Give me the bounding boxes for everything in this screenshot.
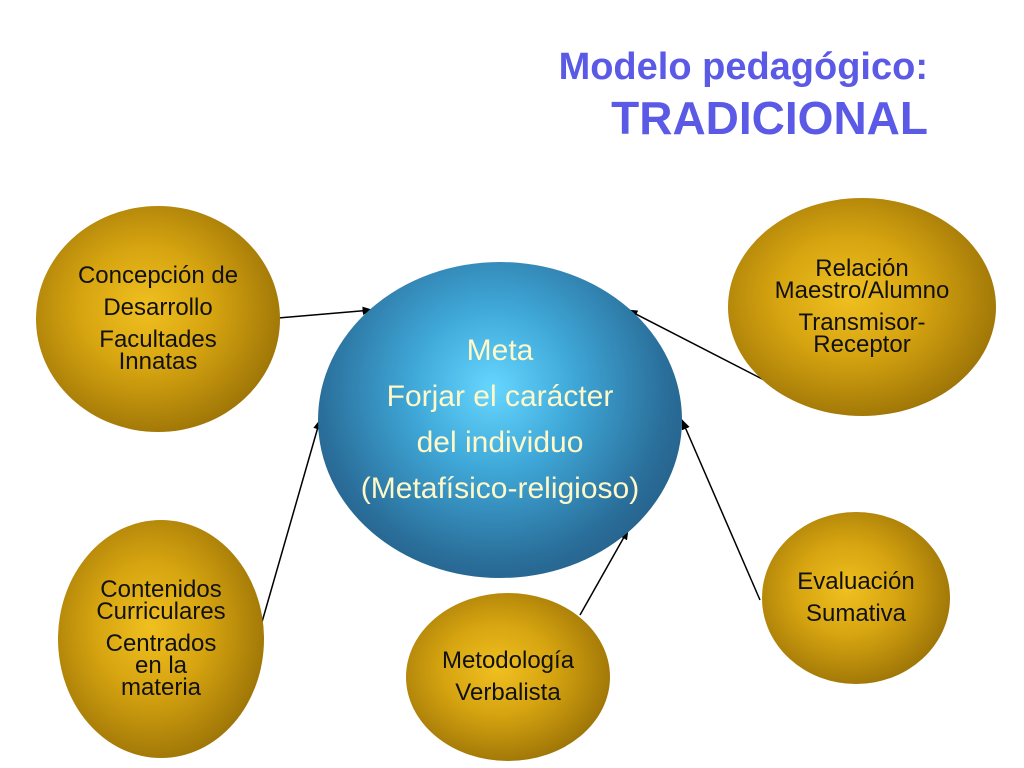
center-line-2: Forjar el carácter bbox=[386, 380, 614, 413]
metodologia-group-2: Verbalista bbox=[455, 679, 561, 706]
center-line-1: Meta bbox=[466, 334, 534, 367]
node-concepcion: Concepción de Desarrollo Facultades Inna… bbox=[36, 206, 280, 432]
contenidos-line-2: Curriculares bbox=[96, 598, 226, 625]
contenidos-line-5: materia bbox=[120, 674, 201, 701]
node-metodologia: Metodología Verbalista bbox=[406, 593, 610, 761]
title-line-1: Modelo pedagógico: bbox=[558, 46, 928, 88]
relacion-group-1: Relación Maestro/Alumno bbox=[774, 255, 950, 304]
arrow-relacion-to-center bbox=[627, 309, 769, 383]
relacion-line-4: Receptor bbox=[813, 331, 911, 358]
evaluacion-group-2: Sumativa bbox=[805, 600, 907, 627]
concepcion-line-3: Facultades bbox=[99, 326, 217, 353]
concepcion-line-1: Concepción de bbox=[77, 262, 239, 289]
center-line-3: del individuo bbox=[416, 426, 584, 459]
arrow-metodologia-to-center bbox=[579, 529, 629, 616]
metodologia-line-1: Metodología bbox=[441, 647, 575, 674]
contenidos-group-1: Contenidos Curriculares bbox=[96, 576, 226, 625]
node-contenidos: Contenidos Curriculares Centrados en la … bbox=[58, 520, 264, 758]
center-line-4: (Metafísico-religioso) bbox=[360, 472, 640, 505]
relacion-line-3: Transmisor- bbox=[798, 309, 926, 336]
concepcion-line-4: Innatas bbox=[118, 348, 198, 375]
relacion-line-1: Relación bbox=[815, 255, 909, 282]
diagram-title: Modelo pedagógico: TRADICIONAL bbox=[559, 44, 928, 146]
evaluacion-group-1: Evaluación bbox=[797, 568, 915, 595]
concepcion-group-3: Facultades Innatas bbox=[99, 326, 217, 375]
evaluacion-line-2: Sumativa bbox=[805, 600, 907, 627]
metodologia-line-2: Verbalista bbox=[455, 679, 561, 706]
contenidos-line-4: en la bbox=[134, 652, 188, 679]
arrow-concepcion-to-center bbox=[277, 306, 374, 319]
center-node-meta: Meta Forjar el carácter del individuo (M… bbox=[318, 262, 682, 578]
metodologia-group-1: Metodología bbox=[441, 647, 575, 674]
relacion-line-2: Maestro/Alumno bbox=[774, 277, 950, 304]
title-line-2: TRADICIONAL bbox=[611, 92, 928, 144]
contenidos-group-2: Centrados en la materia bbox=[105, 630, 217, 701]
arrow-contenidos-to-center bbox=[261, 418, 322, 623]
contenidos-line-3: Centrados bbox=[105, 630, 217, 657]
node-evaluacion: Evaluación Sumativa bbox=[762, 512, 950, 684]
concepcion-group-2: Desarrollo bbox=[103, 294, 213, 321]
relacion-group-2: Transmisor- Receptor bbox=[798, 309, 926, 358]
evaluacion-line-1: Evaluación bbox=[797, 568, 915, 595]
concepcion-group-1: Concepción de bbox=[77, 262, 239, 289]
node-relacion: Relación Maestro/Alumno Transmisor- Rece… bbox=[728, 198, 996, 416]
concepcion-line-2: Desarrollo bbox=[103, 294, 213, 321]
arrow-evaluacion-to-center bbox=[681, 419, 761, 601]
contenidos-line-1: Contenidos bbox=[100, 576, 222, 603]
